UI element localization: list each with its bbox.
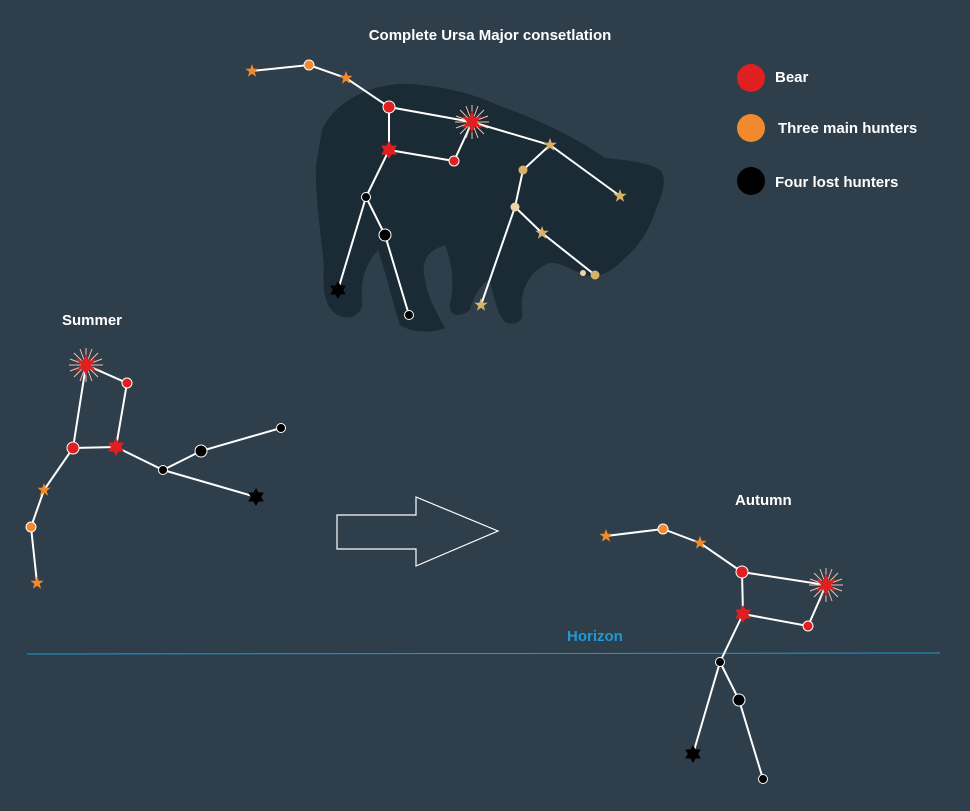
hunter-star <box>25 521 37 533</box>
transition-arrow <box>336 496 500 567</box>
lost-star <box>194 444 208 458</box>
bear-star-burst <box>454 104 490 140</box>
bear-star <box>66 441 80 455</box>
lost-star <box>248 488 264 506</box>
page-title: Complete Ursa Major consetlation <box>369 27 612 44</box>
lost-star <box>378 228 392 242</box>
legend-bear-dot <box>737 64 765 92</box>
lost-star <box>685 745 701 763</box>
gold-star <box>580 270 586 276</box>
lost-star <box>404 310 414 320</box>
bear-star-burst <box>68 347 104 383</box>
lost-star <box>732 693 746 707</box>
hunter-star <box>303 59 315 71</box>
hunter-star <box>245 64 259 77</box>
bear-star <box>735 565 749 579</box>
lost-star <box>715 657 725 667</box>
gold-star <box>590 270 600 280</box>
bear-star <box>382 100 396 114</box>
complete-constellation-stars <box>245 59 627 320</box>
lost-star <box>361 192 371 202</box>
autumn-constellation-lines <box>605 527 828 780</box>
legend-lost-label: Four lost hunters <box>775 174 898 191</box>
horizon-line <box>26 652 941 655</box>
legend-lost-dot <box>737 167 765 195</box>
gold-star <box>510 202 520 212</box>
summer-constellation-stars <box>25 347 286 589</box>
bear-star <box>802 620 814 632</box>
legend: Bear Three main hunters Four lost hunter… <box>737 64 917 195</box>
autumn-constellation-stars <box>599 523 844 784</box>
legend-hunters-label: Three main hunters <box>778 120 917 137</box>
lost-star <box>758 774 768 784</box>
horizon-label: Horizon <box>567 628 623 645</box>
hunter-star <box>599 529 613 542</box>
gold-star <box>474 298 488 311</box>
bear-star-burst <box>808 567 844 603</box>
bear-silhouette <box>315 83 664 332</box>
lost-star <box>158 465 168 475</box>
summer-label: Summer <box>62 312 122 329</box>
bear-star <box>448 155 460 167</box>
lost-star <box>276 423 286 433</box>
legend-hunters-dot <box>737 114 765 142</box>
hunter-star <box>30 576 44 589</box>
autumn-label: Autumn <box>735 492 792 509</box>
summer-constellation-lines <box>29 363 282 584</box>
gold-star <box>518 165 528 175</box>
legend-bear-label: Bear <box>775 69 809 86</box>
bear-star <box>121 377 133 389</box>
hunter-star <box>657 523 669 535</box>
